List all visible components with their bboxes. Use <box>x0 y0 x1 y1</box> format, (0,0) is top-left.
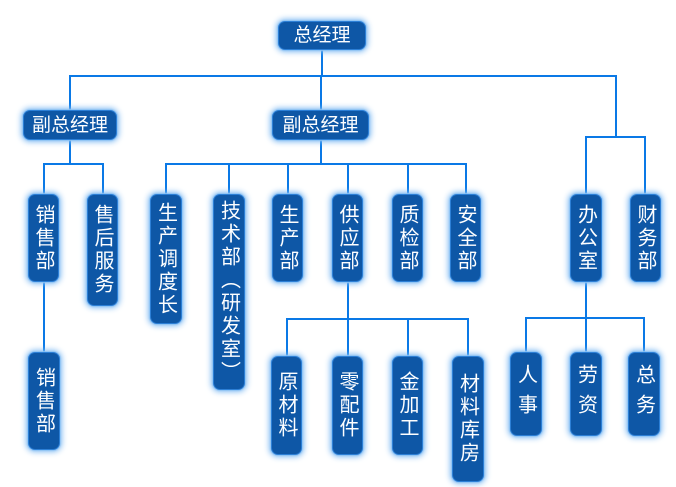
connector-line <box>69 75 617 77</box>
org-node-deputy-gm-center: 副总经理 <box>272 110 369 140</box>
org-node-labor-wages: 劳资 <box>570 352 602 436</box>
connector-line <box>347 318 349 356</box>
connector-line <box>102 163 104 194</box>
org-node-after-sales-service: 售后服务 <box>87 194 118 306</box>
org-node-spare-parts: 零配件 <box>332 356 363 455</box>
org-node-office: 办公室 <box>570 194 602 282</box>
org-node-quality-inspection-dept: 质检部 <box>392 194 423 282</box>
org-node-general-affairs: 总务 <box>628 352 660 436</box>
org-node-raw-materials: 原材料 <box>271 356 302 455</box>
connector-line <box>287 163 289 194</box>
connector-line <box>585 317 587 352</box>
connector-line <box>407 163 409 194</box>
org-node-supply-dept: 供应部 <box>332 194 363 282</box>
connector-line <box>644 136 646 194</box>
connector-line <box>525 317 527 352</box>
connector-line <box>43 163 45 194</box>
connector-line <box>320 140 322 164</box>
org-node-materials-warehouse: 材料库房 <box>452 356 484 482</box>
connector-line <box>321 50 323 75</box>
connector-line <box>69 140 71 164</box>
org-node-hr: 人事 <box>510 352 542 436</box>
connector-line <box>615 75 617 137</box>
connector-line <box>69 75 71 110</box>
connector-line <box>43 163 104 165</box>
org-node-general-manager: 总经理 <box>278 21 366 50</box>
connector-line <box>643 317 645 352</box>
connector-line <box>347 282 349 318</box>
org-node-technology-dept: 技术部（研发室） <box>213 194 245 390</box>
org-node-sales-dept: 销售部 <box>28 194 59 282</box>
connector-line <box>585 136 646 138</box>
connector-line <box>165 163 467 165</box>
connector-line <box>465 163 467 194</box>
connector-line <box>585 136 587 194</box>
org-node-metal-processing: 金加工 <box>392 356 423 455</box>
connector-line <box>347 163 349 194</box>
connector-line <box>320 75 322 110</box>
connector-line <box>407 318 409 356</box>
connector-line <box>228 163 230 194</box>
connector-line <box>286 318 469 320</box>
org-node-production-dispatch-chief: 生产调度长 <box>150 194 182 324</box>
connector-line <box>165 163 167 194</box>
connector-line <box>585 282 587 317</box>
connector-line <box>286 318 288 356</box>
org-node-safety-dept: 安全部 <box>450 194 481 282</box>
connector-line <box>467 318 469 356</box>
org-node-production-dept: 生产部 <box>272 194 303 282</box>
connector-line <box>43 282 45 352</box>
org-node-finance-dept: 财务部 <box>630 194 661 282</box>
org-node-deputy-gm-left: 副总经理 <box>23 110 117 140</box>
org-node-sales-dept-sub: 销售部 <box>28 352 60 450</box>
